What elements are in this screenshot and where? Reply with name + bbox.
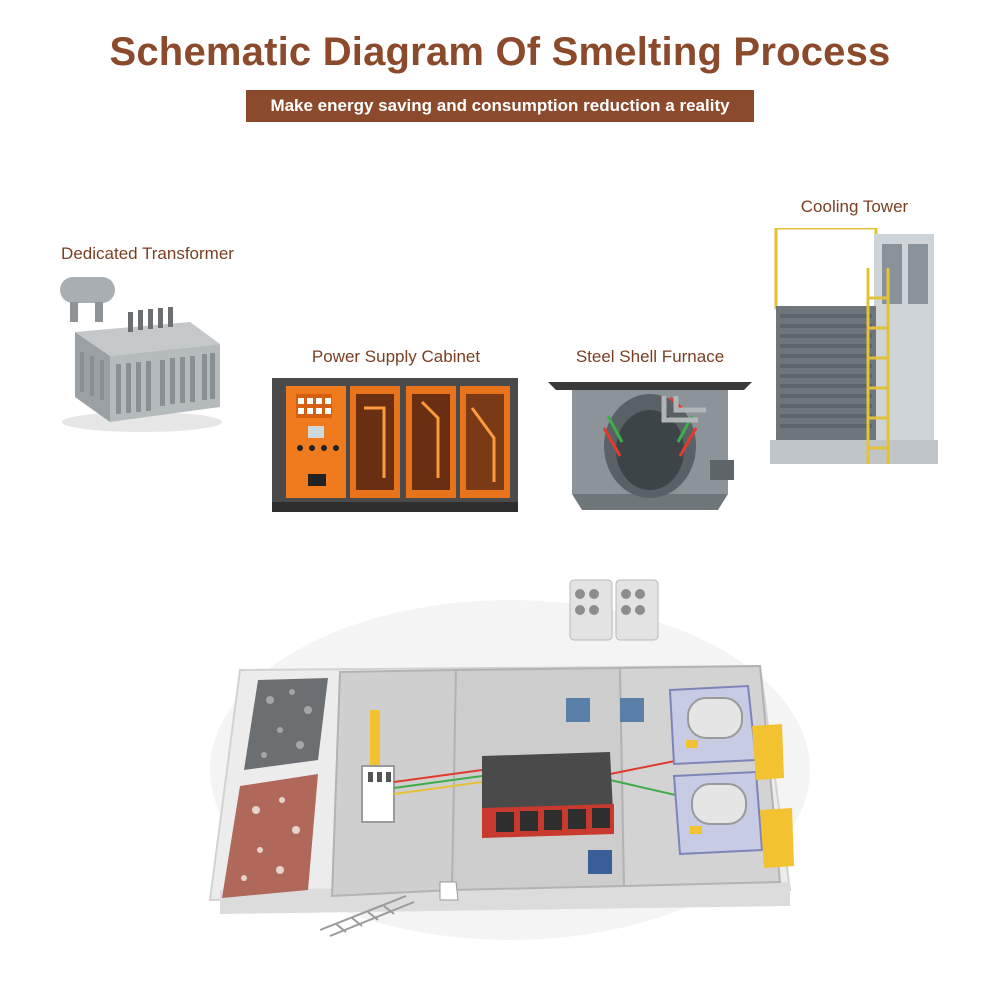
power-cabinet-image [272, 378, 518, 512]
cooling-tower-label: Cooling Tower [800, 197, 909, 216]
plant-layout-diagram [208, 579, 810, 940]
page-title: Schematic Diagram Of Smelting Process [109, 30, 891, 74]
power-cabinet-label: Power Supply Cabinet [311, 347, 481, 366]
furnace-label: Steel Shell Furnace [575, 347, 725, 366]
page-subtitle: Make energy saving and consumption reduc… [246, 90, 754, 122]
transformer-label: Dedicated Transformer [61, 244, 234, 263]
transformer-image [60, 277, 222, 432]
cooling-tower-image [770, 228, 938, 464]
furnace-image [548, 382, 752, 510]
